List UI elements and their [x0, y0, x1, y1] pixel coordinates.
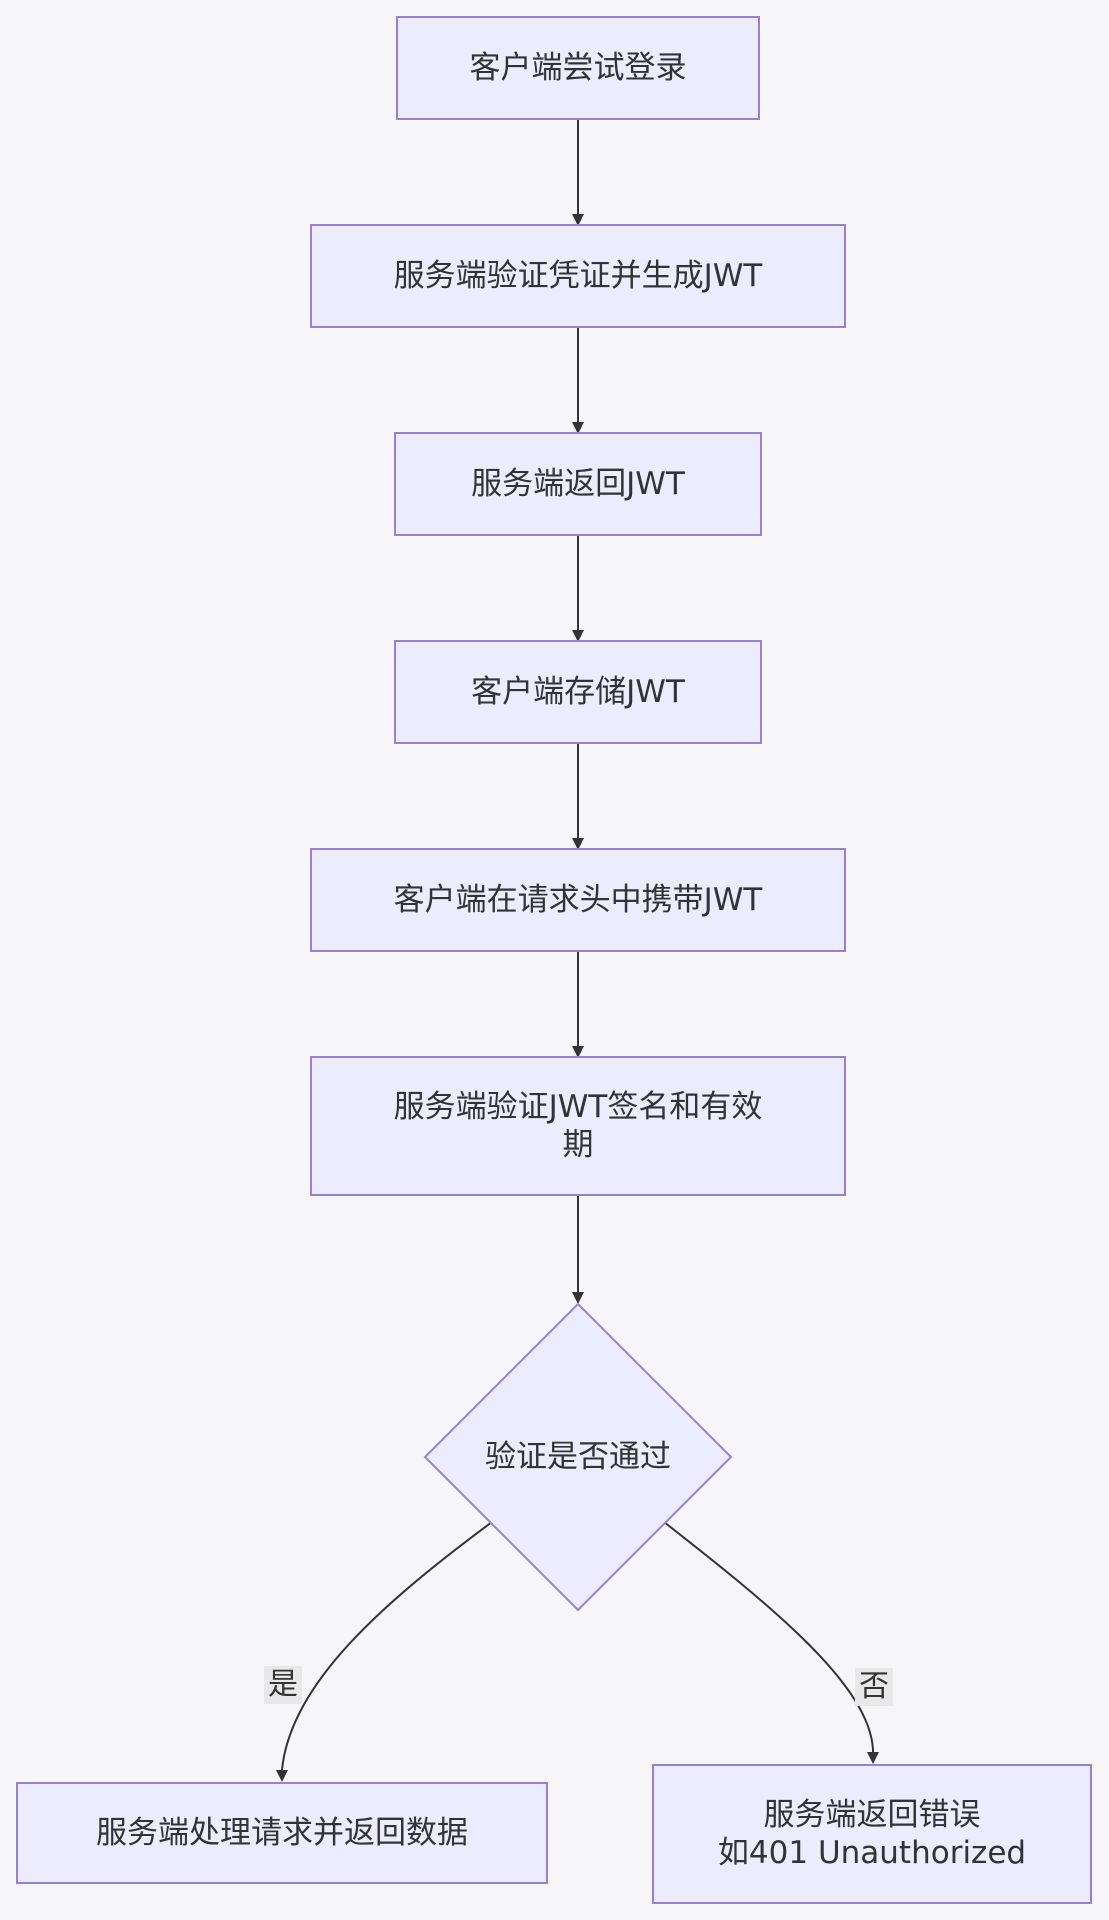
decision-node-shape [423, 1302, 733, 1612]
node-client-store-jwt: 客户端存储JWT [394, 640, 762, 744]
node-server-return-jwt: 服务端返回JWT [394, 432, 762, 536]
node-client-carry-jwt-label: 客户端在请求头中携带JWT [393, 882, 763, 918]
node-server-verify-jwt: 服务端验证JWT签名和有效 期 [310, 1056, 846, 1196]
node-server-process-request: 服务端处理请求并返回数据 [16, 1782, 548, 1884]
edge-decision-to-error [663, 1521, 879, 1764]
decision-node: 验证是否通过 [448, 1427, 708, 1487]
node-server-return-error: 服务端返回错误 如401 Unauthorized [652, 1764, 1092, 1904]
node-client-carry-jwt: 客户端在请求头中携带JWT [310, 848, 846, 952]
node-server-verify-credentials: 服务端验证凭证并生成JWT [310, 224, 846, 328]
node-server-return-jwt-label: 服务端返回JWT [471, 466, 685, 502]
edge-decision-to-success [276, 1521, 493, 1782]
node-server-process-request-label: 服务端处理请求并返回数据 [96, 1815, 468, 1851]
node-server-verify-credentials-label: 服务端验证凭证并生成JWT [393, 258, 763, 294]
node-server-return-error-label-line1: 服务端返回错误 [763, 1797, 981, 1833]
decision-node-label: 验证是否通过 [485, 1439, 671, 1475]
edge-label-no: 否 [855, 1668, 893, 1706]
edge-label-yes: 是 [264, 1666, 302, 1704]
node-server-return-error-label-line2: 如401 Unauthorized [717, 1835, 1027, 1871]
node-client-store-jwt-label: 客户端存储JWT [471, 674, 685, 710]
node-client-login-label: 客户端尝试登录 [469, 50, 687, 86]
node-server-verify-jwt-label-line1: 服务端验证JWT签名和有效 [393, 1089, 763, 1125]
node-server-verify-jwt-label-line2: 期 [562, 1127, 594, 1163]
node-client-login: 客户端尝试登录 [396, 16, 760, 120]
